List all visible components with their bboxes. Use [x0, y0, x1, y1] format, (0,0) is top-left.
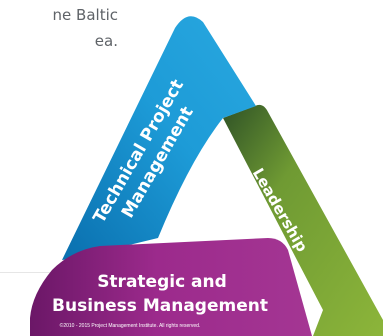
leadership-band — [223, 104, 383, 336]
technical-band — [62, 16, 256, 261]
strategic-band — [30, 238, 312, 336]
copyright-text: ©2010 - 2015 Project Management Institut… — [60, 322, 201, 329]
strategic-label-line1: Strategic and — [97, 272, 227, 292]
intro-text: ne Baltic ea. — [52, 6, 118, 50]
strategic-label-line2: Business Management — [52, 296, 268, 316]
